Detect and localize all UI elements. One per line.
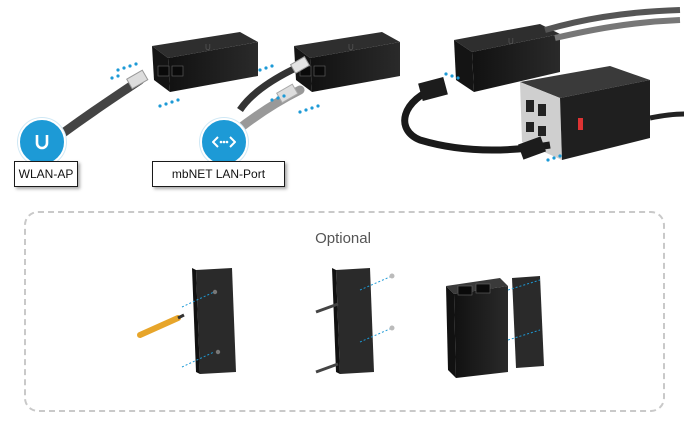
poe-adapter-2: U [294, 32, 400, 92]
wlan-ap-label: WLAN-AP [14, 161, 78, 187]
poe-adapter-3: U [454, 24, 560, 92]
mounting-bracket-screws [315, 268, 395, 374]
mounting-bracket-pencil [137, 268, 236, 374]
connection-arrows-2 [258, 64, 320, 114]
ethernet-cables-right [544, 7, 681, 41]
connection-arrows-1 [110, 62, 180, 108]
poe-adapter-mounted [446, 276, 544, 378]
svg-text:U: U [348, 43, 354, 52]
ubiquiti-u-icon [18, 118, 66, 166]
poe-adapter-1: U [152, 32, 258, 92]
svg-text:U: U [205, 43, 211, 52]
optional-title: Optional [315, 230, 371, 247]
svg-text:U: U [508, 37, 514, 46]
power-strip [520, 66, 685, 160]
lan-port-label: mbNET LAN-Port [152, 161, 285, 187]
optional-mounting-panel [24, 211, 665, 412]
network-arrows-icon [200, 118, 248, 166]
power-cable [401, 76, 551, 160]
connection-arrows-3 [444, 72, 562, 162]
